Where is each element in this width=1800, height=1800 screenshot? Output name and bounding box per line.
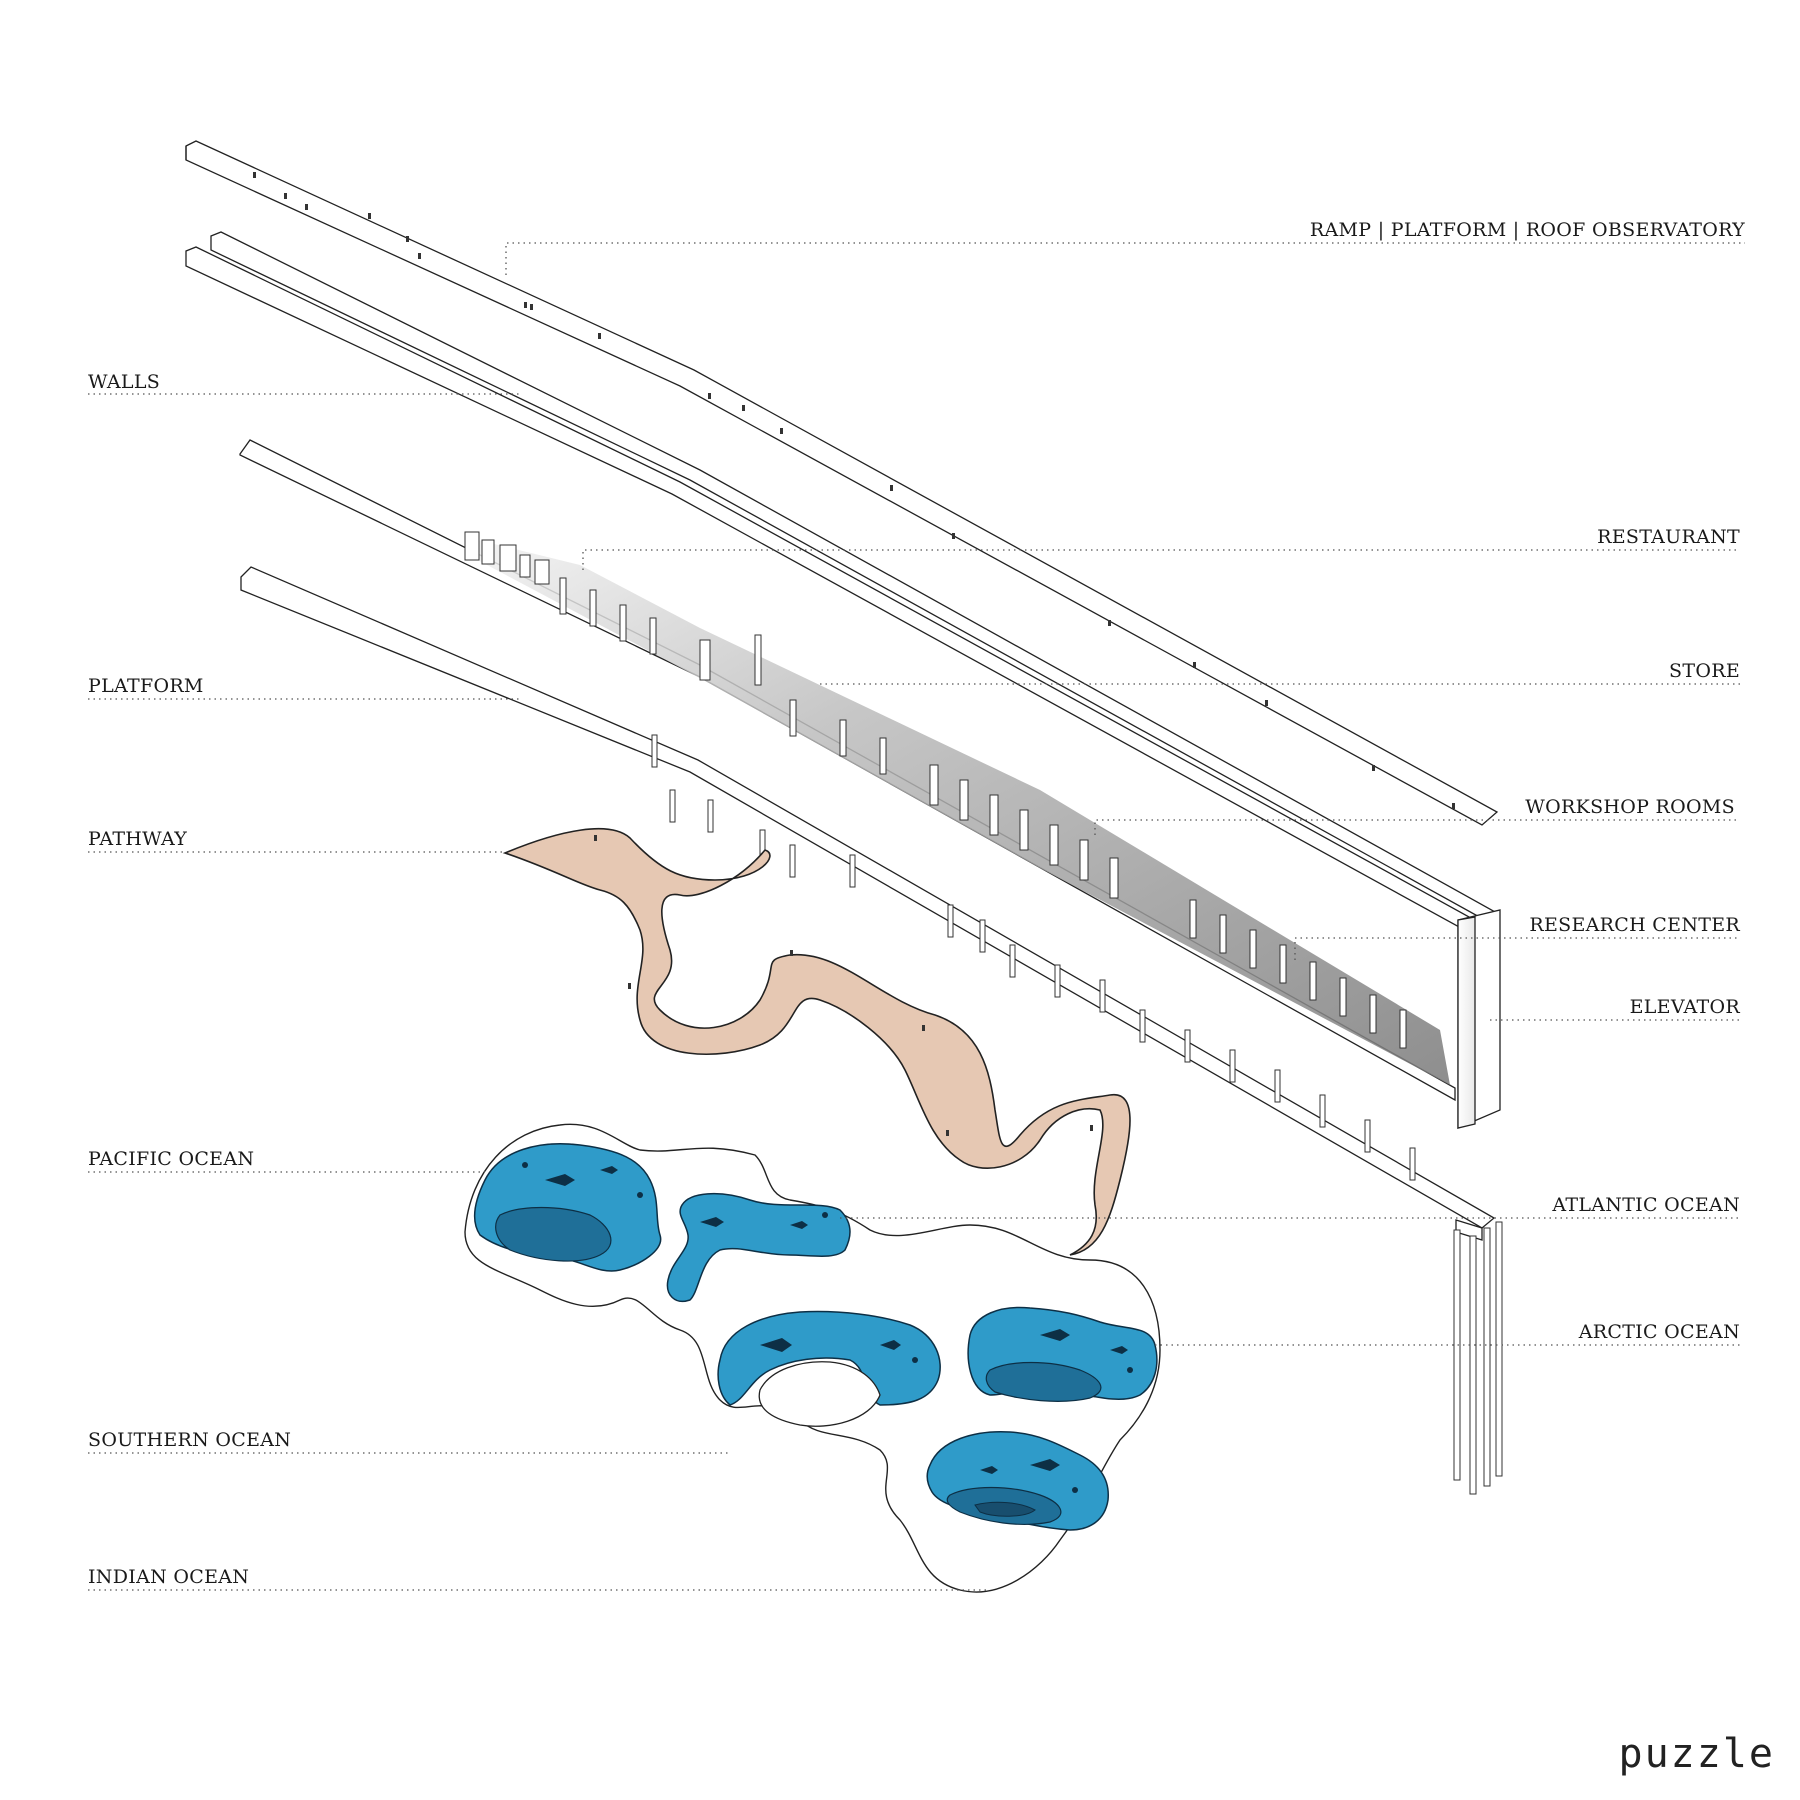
platform-interior-layer [239, 439, 1456, 1102]
roof-observatory-layer [185, 140, 1499, 826]
label-atlantic-ocean: ATLANTIC OCEAN [1551, 1194, 1740, 1216]
lower-platform-layer [240, 566, 1503, 1495]
label-ramp-platform-roof-observatory: RAMP | PLATFORM | ROOF OBSERVATORY [1310, 219, 1745, 241]
pathway-layer [502, 827, 1131, 1256]
label-arctic-ocean: ARCTIC OCEAN [1578, 1321, 1740, 1343]
restaurant-furniture [464, 531, 550, 585]
platform-support-columns [651, 734, 1416, 1181]
label-store: STORE [1669, 660, 1740, 682]
pathway-ribbon [502, 827, 1131, 1256]
southern-ocean-tank [717, 1310, 941, 1406]
label-research-center: RESEARCH CENTER [1529, 914, 1740, 936]
label-restaurant: RESTAURANT [1597, 526, 1740, 548]
workshop-room-partitions [929, 764, 1119, 899]
labels: RAMP | PLATFORM | ROOF OBSERVATORY WALLS… [88, 219, 1745, 1588]
research-center-partitions [1189, 899, 1407, 1049]
label-southern-ocean: SOUTHERN OCEAN [88, 1429, 291, 1451]
pathway-visitor-figures [594, 835, 1093, 1136]
label-elevator: ELEVATOR [1630, 996, 1741, 1018]
marine-life [522, 1162, 1133, 1493]
leader-lines [88, 242, 1745, 1591]
label-indian-ocean: INDIAN OCEAN [88, 1566, 249, 1588]
label-walls: WALLS [88, 371, 160, 393]
label-pathway: PATHWAY [88, 828, 187, 850]
brand-wordmark: puzzle [1619, 1731, 1776, 1777]
label-pacific-ocean: PACIFIC OCEAN [88, 1148, 254, 1170]
walls-layer [185, 231, 1501, 1129]
label-workshop-rooms: WORKSHOP ROOMS [1525, 796, 1735, 818]
ocean-tanks-layer [464, 1123, 1161, 1593]
elevator-legs [1453, 1221, 1503, 1495]
store-shelves [559, 577, 887, 775]
observatory-visitor-figures [253, 172, 1455, 809]
label-platform: PLATFORM [88, 675, 204, 697]
